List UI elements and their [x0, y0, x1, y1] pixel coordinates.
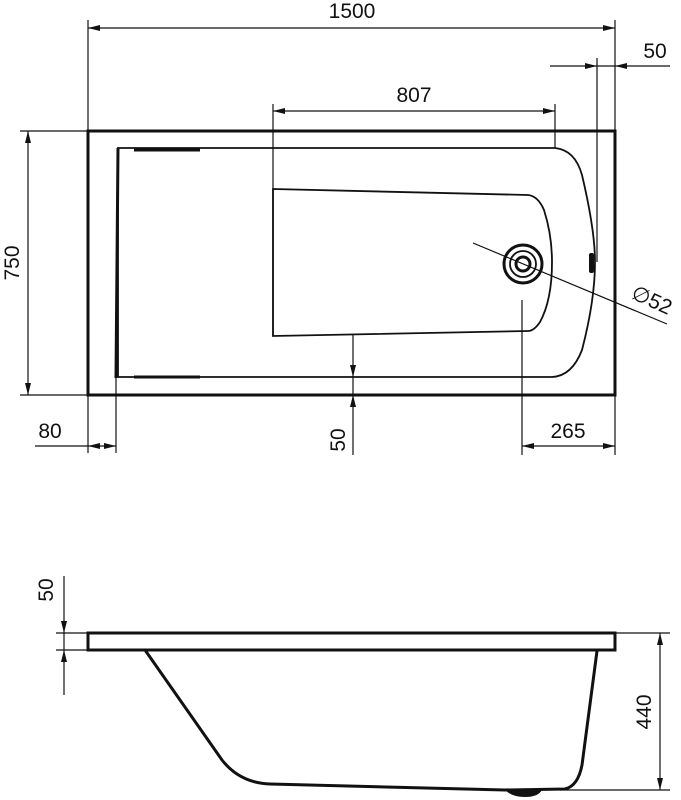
side-view: 50 440: [35, 576, 670, 797]
tub-inner-basin: [117, 147, 596, 378]
side-drain-bump: [505, 790, 542, 797]
drain-diameter-label: ∅52: [628, 282, 675, 320]
side-rim: [86, 631, 617, 652]
overall-length-label: 1500: [329, 0, 376, 23]
side-body-outline: [143, 649, 599, 792]
rim-left-label: 80: [38, 420, 61, 443]
total-height-label: 440: [633, 694, 656, 729]
drain-offset-label: 265: [550, 420, 585, 443]
rim-bottom-label: 50: [327, 428, 350, 451]
left-wall-edge: [114, 147, 120, 379]
basin-length-label: 807: [396, 84, 431, 107]
tub-outer-rim: [86, 129, 617, 397]
top-view: ∅52 1500 50 807 750 80: [1, 0, 675, 455]
drain-diameter-leader: [472, 242, 668, 325]
drain-icon: [502, 243, 544, 285]
rim-thickness-label: 50: [35, 578, 58, 601]
tub-floor-outline: [272, 188, 553, 337]
overflow-offset-label: 50: [643, 40, 666, 63]
overflow-icon: [589, 253, 594, 273]
overall-width-label: 750: [1, 245, 24, 280]
